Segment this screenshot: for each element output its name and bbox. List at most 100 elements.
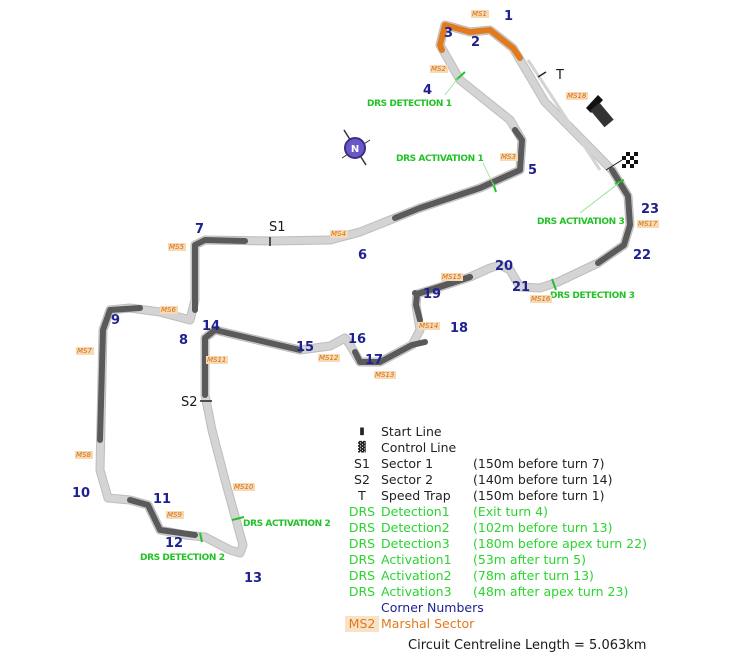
svg-text:MS7: MS7 (77, 347, 92, 355)
legend-label: Corner Numbers (381, 600, 484, 615)
legend-symbol: DRS (348, 552, 376, 567)
marshal-tag-ms15: MS15 (441, 273, 463, 281)
legend-symbol: S1 (354, 456, 370, 471)
svg-text:MS9: MS9 (167, 511, 182, 519)
legend-label: Control Line (381, 440, 457, 455)
drs-zones: DRS DETECTION 1 DRS ACTIVATION 1 DRS ACT… (140, 71, 635, 563)
corner-number-14: 14 (202, 319, 220, 334)
corner-number-17: 17 (365, 353, 383, 368)
legend-symbol: DRS (348, 520, 376, 535)
legend-label: Start Line (381, 424, 442, 439)
track (95, 20, 635, 558)
legend-label: Activation2 (381, 568, 452, 583)
svg-text:MS6: MS6 (161, 306, 176, 314)
drs-detection-1-label: DRS DETECTION 1 (367, 99, 452, 109)
legend-label: Sector 2 (381, 472, 434, 487)
svg-text:MS15: MS15 (442, 273, 462, 281)
svg-text:MS13: MS13 (375, 371, 394, 379)
drs-activation-3-label: DRS ACTIVATION 3 (537, 217, 624, 227)
legend-note: (102m before turn 13) (473, 520, 613, 535)
corner-number-5: 5 (528, 163, 537, 178)
corner-number-16: 16 (348, 332, 366, 347)
marshal-tag-ms11: MS11 (206, 356, 228, 364)
svg-text:MS18: MS18 (567, 92, 587, 100)
corner-number-3: 3 (444, 26, 453, 41)
legend-label: Speed Trap (381, 488, 451, 503)
legend-note: (180m before apex turn 22) (473, 536, 647, 551)
marshal-tag-ms2: MS2 (430, 65, 448, 73)
compass-icon: N (341, 129, 371, 166)
legend-note: (53m after turn 5) (473, 552, 586, 567)
pit-lane (526, 59, 602, 171)
legend-label: Detection1 (381, 504, 450, 519)
marshal-tag-ms7: MS7 (76, 347, 94, 355)
legend-label: Sector 1 (381, 456, 434, 471)
start-line-icon: ▮ (359, 426, 365, 437)
svg-text:MS16: MS16 (531, 295, 551, 303)
corner-number-15: 15 (296, 340, 314, 355)
circuit-length: Circuit Centreline Length = 5.063km (408, 638, 647, 653)
corner-number-1: 1 (504, 9, 513, 24)
corner-number-11: 11 (153, 492, 171, 507)
sector2-marker: S2 (181, 395, 198, 410)
corner-number-22: 22 (633, 248, 651, 263)
marshal-tag-ms16: MS16 (530, 295, 552, 303)
svg-text:MS3: MS3 (501, 153, 516, 161)
svg-text:MS12: MS12 (319, 354, 339, 362)
legend-symbol: DRS (348, 504, 376, 519)
control-line-icon: ▓ (358, 442, 366, 453)
marshal-tag-ms6: MS6 (160, 306, 178, 314)
drs-detection-3-label: DRS DETECTION 3 (550, 291, 635, 301)
corner-number-6: 6 (358, 248, 367, 263)
speed-trap-marker: T (555, 68, 564, 83)
legend-symbol: S2 (354, 472, 370, 487)
drs-activation-2-label: DRS ACTIVATION 2 (243, 519, 330, 529)
corner-number-4: 4 (423, 83, 432, 98)
legend-label: Detection2 (381, 520, 450, 535)
start-line-icon (586, 95, 614, 128)
legend-label: Activation3 (381, 584, 452, 599)
drs-detection-2-label: DRS DETECTION 2 (140, 553, 225, 563)
marshal-tag-ms1: MS1 (471, 10, 489, 18)
control-line-icon (605, 152, 638, 171)
marshal-tag-ms8: MS8 (75, 451, 93, 459)
marshal-tag-ms12: MS12 (318, 354, 340, 362)
svg-text:MS17: MS17 (638, 220, 658, 228)
corner-number-2: 2 (471, 35, 480, 50)
corner-number-20: 20 (495, 259, 513, 274)
svg-text:MS14: MS14 (419, 322, 438, 330)
svg-text:MS8: MS8 (76, 451, 91, 459)
legend-note: (48m after apex turn 23) (473, 584, 629, 599)
corner-number-23: 23 (641, 202, 659, 217)
corner-number-21: 21 (512, 280, 530, 295)
marshal-tag-ms4: MS4 (330, 230, 348, 238)
legend-symbol: DRS (348, 536, 376, 551)
legend-symbol: DRS (348, 568, 376, 583)
corner-number-19: 19 (423, 287, 441, 302)
corner-number-9: 9 (111, 313, 120, 328)
svg-text:MS10: MS10 (234, 483, 254, 491)
marshal-tag-ms10: MS10 (233, 483, 255, 491)
compass-label: N (351, 144, 359, 155)
legend-note: (78m after turn 13) (473, 568, 594, 583)
legend-note: (150m before turn 7) (473, 456, 605, 471)
corner-number-13: 13 (244, 571, 262, 586)
legend-label: Activation1 (381, 552, 452, 567)
legend-symbol: MS2 (345, 616, 379, 632)
legend-label: Marshal Sector (381, 616, 475, 631)
drs-activation-1-label: DRS ACTIVATION 1 (396, 154, 483, 164)
marshal-tag-ms14: MS14 (418, 322, 440, 330)
legend-symbol: T (358, 488, 366, 503)
legend-symbol: DRS (348, 584, 376, 599)
svg-text:MS2: MS2 (431, 65, 446, 73)
svg-text:MS11: MS11 (207, 356, 226, 364)
marshal-tag-ms17: MS17 (637, 220, 659, 228)
marshal-tag-ms13: MS13 (374, 371, 396, 379)
legend-label: Detection3 (381, 536, 450, 551)
sector1-marker: S1 (269, 220, 286, 235)
corner-number-7: 7 (195, 222, 204, 237)
svg-text:MS4: MS4 (331, 230, 346, 238)
corner-number-12: 12 (165, 536, 183, 551)
